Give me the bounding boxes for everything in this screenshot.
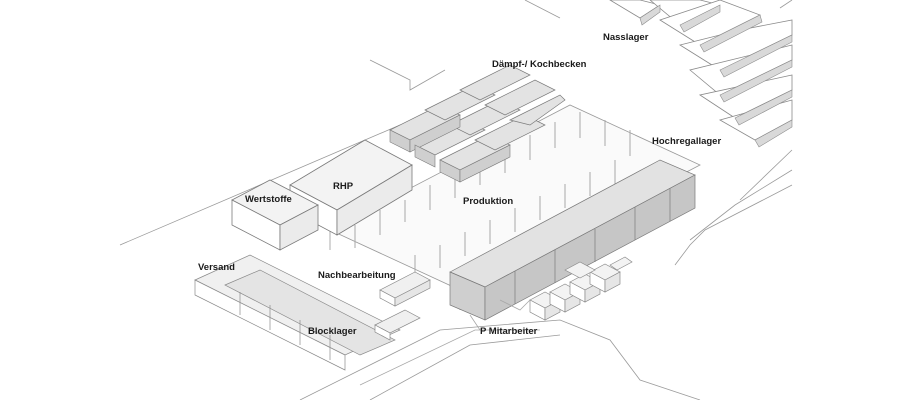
blocklager-strip xyxy=(194,254,401,371)
label-wertstoffe: Wertstoffe xyxy=(245,194,292,205)
label-p-mitarbeiter: P Mitarbeiter xyxy=(480,326,538,337)
road-lines xyxy=(359,299,540,386)
wertstoffe-building xyxy=(231,179,319,251)
label-versand: Versand xyxy=(198,262,235,273)
label-hochregallager: Hochregallager xyxy=(652,136,722,147)
nasslager-shed-shadows xyxy=(639,4,793,148)
label-blocklager: Blocklager xyxy=(308,326,357,337)
kochbecken-sides xyxy=(389,114,511,183)
label-nasslager: Nasslager xyxy=(603,32,649,43)
parking-blocks xyxy=(529,256,633,321)
label-daempf-kochbecken: Dämpf-/ Kochbecken xyxy=(492,59,587,70)
hochregallager xyxy=(449,159,696,321)
label-rhp: RHP xyxy=(333,181,354,192)
nachbearbeitung-block xyxy=(374,271,431,341)
label-nachbearbeitung: Nachbearbeitung xyxy=(318,270,396,281)
label-produktion: Produktion xyxy=(463,196,514,207)
hall-columns xyxy=(354,112,631,280)
kochbecken-tanks xyxy=(389,64,566,171)
